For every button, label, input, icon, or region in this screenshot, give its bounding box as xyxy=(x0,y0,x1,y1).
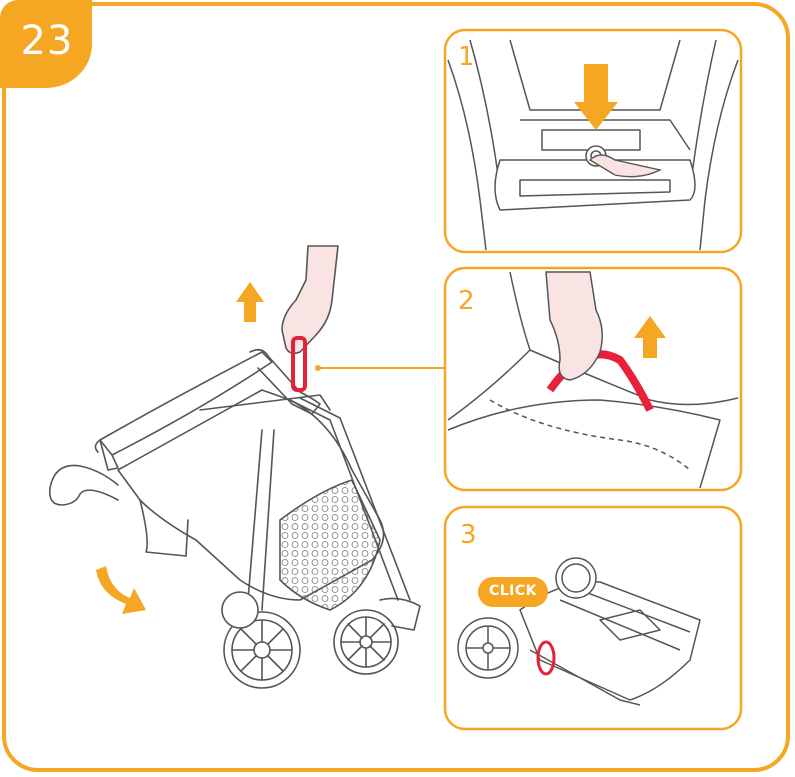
main-hand xyxy=(281,245,339,355)
click-callout-bg xyxy=(478,577,548,607)
click-callout-text: CLICK xyxy=(488,583,538,599)
panel-2-number: 2 xyxy=(458,286,475,316)
panel-2-hand xyxy=(545,271,603,381)
panel-3-illustration xyxy=(457,557,701,706)
connector-dot xyxy=(315,365,321,371)
arrow-up-icon xyxy=(236,282,264,322)
panel-3-strap xyxy=(536,640,556,676)
main-red-strap xyxy=(291,336,307,392)
panel-2-frame xyxy=(443,266,743,492)
arrow-up-icon xyxy=(634,316,666,358)
panel-1-number: 1 xyxy=(458,42,475,72)
curved-arrow-icon xyxy=(96,566,146,614)
panel-1-finger xyxy=(588,154,663,178)
main-stroller-illustration xyxy=(48,348,421,689)
step-badge xyxy=(0,0,92,88)
arrow-down-icon xyxy=(574,64,618,130)
panel-3-number: 3 xyxy=(460,520,477,550)
step-number: 23 xyxy=(20,18,74,64)
